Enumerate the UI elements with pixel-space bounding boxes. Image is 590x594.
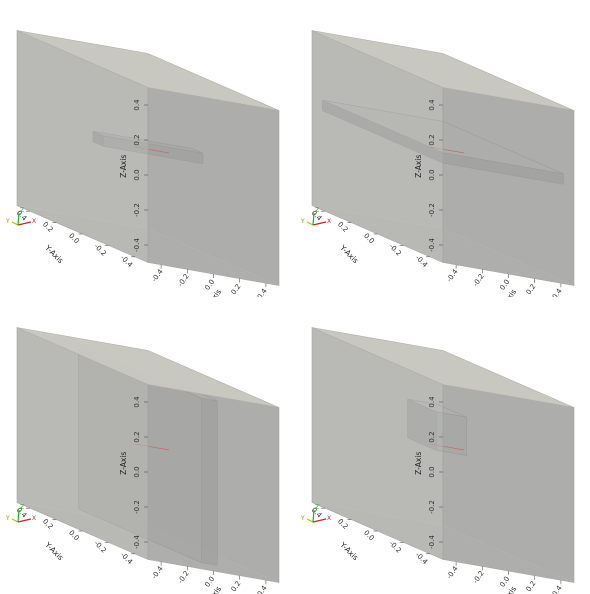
x-axis-label: X-Axis [498, 287, 519, 297]
cube-top-face [311, 327, 575, 408]
y-tick-label: -0.2 [387, 242, 402, 257]
x-tick-label: -0.2 [471, 569, 485, 585]
cube-top-face [16, 327, 280, 408]
cube-front-face [442, 384, 575, 583]
z-tick-label: 0.4 [428, 99, 436, 111]
triad-z-label: Z [315, 504, 319, 511]
y-tick-label: -0.4 [119, 254, 135, 270]
triad-y-arrow [306, 518, 314, 523]
x-tick-label: 0.4 [551, 287, 564, 297]
z-tick-label: 0.2 [428, 431, 436, 442]
z-tick-label: -0.4 [133, 535, 141, 549]
z-tick-label: 0.2 [133, 134, 141, 145]
x-tick-label: -0.4 [445, 564, 460, 580]
z-tick-label: -0.2 [133, 203, 141, 217]
triad-x-arrow [17, 518, 32, 523]
y-tick-label: -0.2 [387, 539, 402, 554]
triad-x-label: X [327, 218, 331, 225]
x-tick-label: 0.2 [525, 283, 538, 297]
z-tick-label: -0.2 [428, 500, 436, 514]
triad-z-arrow [312, 212, 315, 226]
triad-y-label: Y [300, 515, 305, 522]
triad-x-label: X [327, 515, 331, 522]
z-tick-label: -0.4 [133, 238, 141, 252]
y-axis-label: Y-Axis [338, 243, 361, 266]
cube-top-face [311, 30, 575, 111]
triad-y-arrow [11, 518, 19, 523]
y-axis-label: Y-Axis [43, 540, 66, 563]
y-tick-label: -0.4 [414, 254, 430, 270]
z-axis-label: Z-Axis [414, 155, 423, 178]
x-tick-label: 0.4 [256, 287, 269, 297]
y-axis-label: Y-Axis [338, 540, 361, 563]
y-axis-label: Y-Axis [43, 243, 66, 266]
z-axis-label: Z-Axis [119, 155, 128, 178]
y-tick-label: -0.4 [414, 551, 430, 567]
x-tick-label: 0.4 [551, 584, 564, 594]
z-tick-label: -0.2 [428, 203, 436, 217]
triad-y-label: Y [300, 218, 305, 225]
cube-front-face [442, 87, 575, 286]
triad-z-label: Z [315, 207, 319, 214]
cube-front-face [147, 87, 280, 286]
x-axis-label: X-Axis [203, 584, 224, 594]
z-tick-label: 0.2 [428, 134, 436, 145]
x-tick-label: -0.4 [150, 564, 165, 580]
x-tick-label: 0.2 [230, 283, 243, 297]
x-tick-label: -0.2 [176, 569, 190, 585]
triad-x-arrow [312, 518, 327, 523]
triad-y-label: Y [5, 218, 10, 225]
y-tick-label: -0.2 [92, 242, 107, 257]
y-tick-label: -0.2 [92, 539, 107, 554]
x-tick-label: 0.4 [256, 584, 269, 594]
z-axis-label: Z-Axis [414, 452, 423, 475]
x-tick-label: 0.2 [230, 580, 243, 594]
triad-x-arrow [17, 221, 32, 226]
triad-z-arrow [17, 509, 20, 523]
x-tick-label: -0.4 [445, 267, 460, 283]
triad-x-arrow [312, 221, 327, 226]
z-tick-label: -0.2 [133, 500, 141, 514]
z-tick-label: 0.4 [428, 396, 436, 408]
triad-z-arrow [17, 212, 20, 226]
z-tick-label: 0.0 [133, 466, 141, 477]
triad-x-label: X [32, 515, 36, 522]
triad-z-label: Z [20, 207, 24, 214]
x-tick-label: -0.4 [150, 267, 165, 283]
x-tick-label: 0.2 [525, 580, 538, 594]
z-tick-label: -0.4 [428, 535, 436, 549]
triad-z-label: Z [20, 504, 24, 511]
z-tick-label: 0.4 [133, 99, 141, 111]
triad-x-label: X [32, 218, 36, 225]
z-axis-label: Z-Axis [119, 452, 128, 475]
triad-y-arrow [306, 221, 314, 226]
x-tick-label: -0.2 [471, 272, 485, 288]
triad-y-label: Y [5, 515, 10, 522]
z-tick-label: 0.2 [133, 431, 141, 442]
z-tick-label: 0.0 [133, 169, 141, 180]
x-axis-label: X-Axis [498, 584, 519, 594]
x-axis-label: X-Axis [203, 287, 224, 297]
triad-y-arrow [11, 221, 19, 226]
cube-front-face [147, 384, 280, 583]
z-tick-label: 0.4 [133, 396, 141, 408]
z-tick-label: 0.0 [428, 169, 436, 180]
y-tick-label: -0.4 [119, 551, 135, 567]
z-tick-label: -0.4 [428, 238, 436, 252]
z-tick-label: 0.0 [428, 466, 436, 477]
x-tick-label: -0.2 [176, 272, 190, 288]
cube-top-face [16, 30, 280, 111]
triad-z-arrow [312, 509, 315, 523]
